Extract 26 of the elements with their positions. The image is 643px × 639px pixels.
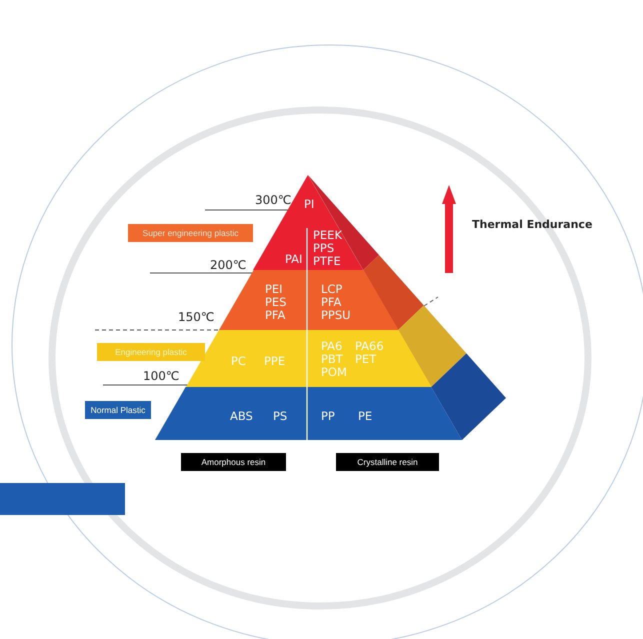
category-tag: Engineering plastic [97,343,205,361]
polymer-abbreviation: PP [321,410,336,423]
polymer-abbreviation: ABS [230,410,254,423]
polymer-abbreviation: PA66 PET [354,340,385,366]
pyramid-tier [186,330,432,387]
temperature-label: 150℃ [178,310,214,324]
polymer-abbreviation: PPE [264,355,286,368]
temperature-label: 200℃ [210,258,246,272]
pyramid-tier [218,270,398,330]
category-tag: Super engineering plastic [128,224,253,242]
pyramid-tier [155,387,462,440]
category-tag: Normal Plastic [85,401,151,419]
temperature-label: 100℃ [143,369,180,383]
polymer-abbreviation: PI [304,198,316,211]
axis-title: Thermal Endurance [472,218,592,231]
polymer-abbreviation: LCP PFA PPSU [320,283,352,322]
temperature-label: 300℃ [255,193,292,207]
axis-caption: Crystalline resin [336,453,439,471]
axis-caption: Amorphous resin [181,453,286,471]
polymer-abbreviation: PC [230,355,247,368]
polymer-abbreviation: PS [273,410,288,423]
polymer-abbreviation: PE [358,410,374,423]
polymer-abbreviation: PA6 PBT POM [320,340,348,379]
polymer-abbreviation: PEEK PPS PTFE [312,229,343,268]
polymer-abbreviation: PEI PES PFA [264,283,288,322]
pyramid-tier [253,175,364,270]
